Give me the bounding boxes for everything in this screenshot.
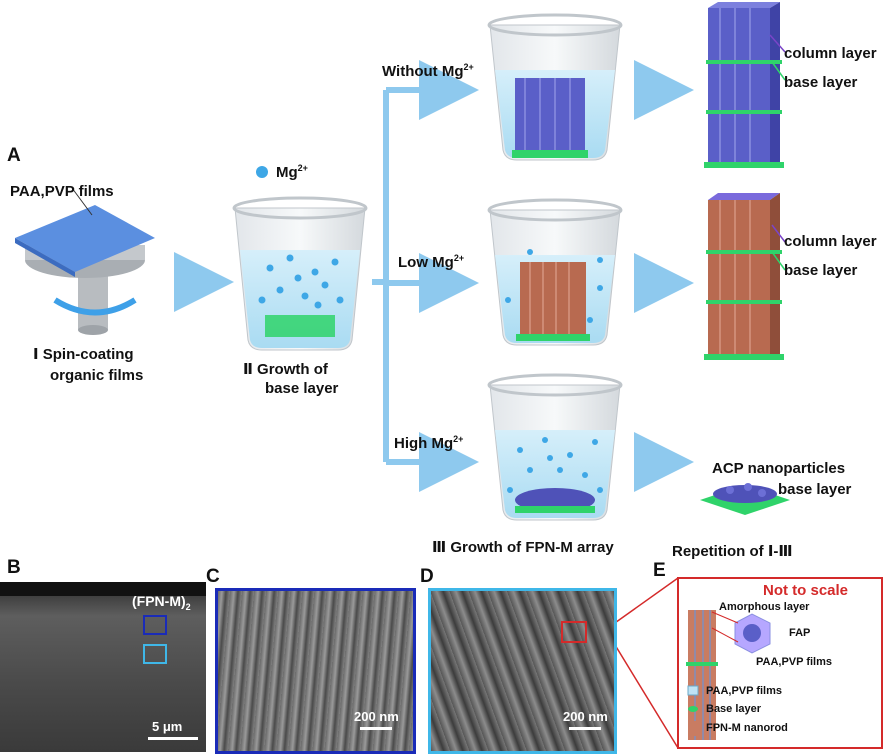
acp-label: ACP nanoparticles: [712, 460, 846, 477]
scale-label-b: 5 μm: [152, 719, 183, 734]
legend-films: PAA,PVP films: [706, 685, 783, 697]
bottom-base-label: base layer: [778, 481, 852, 498]
scale-bar-d: [569, 727, 601, 730]
scale-bar-b: [148, 737, 198, 740]
branch-high-mg: High Mg2+: [394, 434, 464, 452]
repetition-caption: Repetition of Ⅰ-Ⅲ: [672, 543, 793, 560]
films-label: PAA,PVP films: [10, 183, 114, 200]
step2-caption-2: base layer: [265, 380, 339, 397]
scale-label-d: 200 nm: [563, 709, 608, 724]
fpn-m-tag: (FPN-M)2: [132, 593, 191, 612]
legend-nanorod: FPN-M nanorod: [706, 722, 788, 734]
sem-image-d: 200 nm: [428, 588, 617, 754]
beaker-without-mg: [487, 13, 623, 161]
panel-label-b: B: [7, 557, 21, 578]
scale-label-c: 200 nm: [354, 709, 399, 724]
column-low-mg: [704, 193, 786, 360]
beaker-base-layer: [232, 166, 368, 351]
top-base-label: base layer: [784, 74, 858, 91]
nanorod-sketch: [686, 610, 771, 740]
legend-base-layer: Base layer: [706, 703, 762, 715]
scale-bar-c: [360, 727, 392, 730]
beaker-high-mg: [487, 373, 623, 521]
column-without-mg: [704, 2, 786, 168]
sem-image-c: 200 nm: [215, 588, 416, 754]
not-to-scale: Not to scale: [763, 582, 849, 599]
step1-caption-1: Ⅰ Spin-coating: [33, 346, 134, 363]
beaker-low-mg: [487, 198, 623, 346]
mid-base-label: base layer: [784, 262, 858, 279]
amorphous-label: Amorphous layer: [719, 601, 810, 613]
sem-image-b: (FPN-M)2 5 μm: [0, 582, 206, 752]
films-inset-label: PAA,PVP films: [756, 656, 833, 668]
panel-label-a: A: [7, 145, 21, 166]
acp-on-base: [700, 483, 790, 515]
branch-without-mg: Without Mg2+: [382, 62, 474, 80]
branch-low-mg: Low Mg2+: [398, 253, 465, 271]
spin-coater: [15, 187, 155, 335]
step3-caption: Ⅲ Growth of FPN-M array: [432, 539, 614, 556]
step2-caption-1: Ⅱ Growth of: [243, 361, 328, 378]
top-column-label: column layer: [784, 45, 877, 62]
mid-column-label: column layer: [784, 233, 877, 250]
panel-label-e: E: [653, 560, 666, 581]
step1-caption-2: organic films: [50, 367, 144, 384]
panel-label-c: C: [206, 566, 220, 587]
mg-ion-label: Mg2+: [276, 163, 308, 181]
fap-label: FAP: [789, 627, 811, 639]
panel-label-d: D: [420, 566, 434, 587]
